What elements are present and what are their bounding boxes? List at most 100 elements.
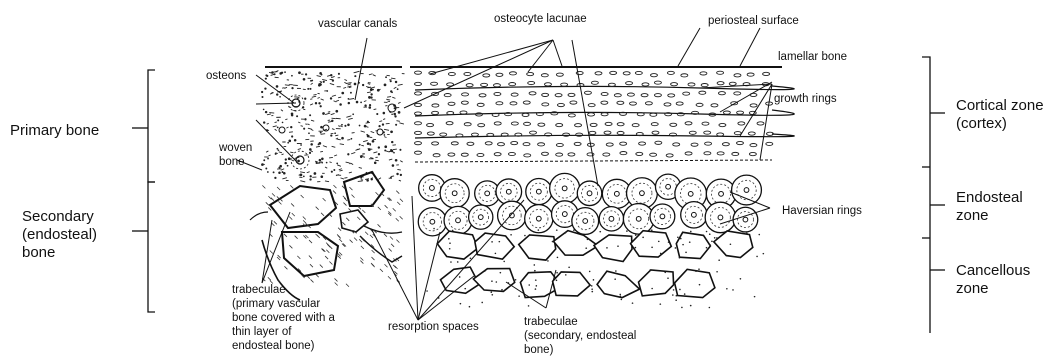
cancellous-dot <box>589 271 591 273</box>
woven-dot <box>320 175 323 178</box>
woven-mark <box>368 83 371 84</box>
lacuna <box>623 72 630 75</box>
lacuna <box>523 101 530 104</box>
hatch-mark <box>390 237 393 240</box>
lacuna <box>524 154 531 157</box>
woven-dot <box>384 134 386 136</box>
lacuna <box>460 111 467 114</box>
cancellous-dot <box>651 229 653 231</box>
woven-dot <box>390 130 393 133</box>
woven-dot <box>265 168 267 170</box>
haversian-ring <box>550 173 580 203</box>
lacuna <box>606 143 613 146</box>
lacuna <box>590 123 597 126</box>
woven-dot <box>307 88 309 90</box>
lacuna <box>448 72 455 75</box>
lacuna <box>509 72 516 75</box>
lacuna <box>415 112 422 115</box>
hatch-mark <box>361 246 364 249</box>
cancellous-dot <box>448 238 450 240</box>
woven-dot <box>303 78 306 81</box>
cancellous-dot <box>433 228 435 230</box>
woven-dot <box>352 113 354 115</box>
woven-mark <box>335 135 338 136</box>
lacuna <box>636 152 643 155</box>
lacuna <box>461 153 468 156</box>
woven-dot <box>326 90 328 92</box>
cancellous-dot <box>718 259 720 261</box>
woven-dot <box>385 76 387 78</box>
lacuna <box>696 103 703 106</box>
woven-dot <box>323 81 325 83</box>
lacuna <box>528 81 535 84</box>
lacuna <box>467 142 474 145</box>
woven-dot <box>367 135 370 138</box>
hatch-mark <box>333 191 336 194</box>
woven-dot <box>284 71 286 73</box>
woven-dot <box>296 115 298 117</box>
lacuna <box>530 131 537 134</box>
woven-dot <box>267 158 269 160</box>
woven-mark <box>321 99 324 100</box>
cancellous-dot <box>573 229 575 231</box>
hatch-mark <box>310 264 313 267</box>
lacuna <box>671 83 678 86</box>
hatch-mark <box>320 265 323 268</box>
woven-mark <box>391 78 395 79</box>
hatch-mark <box>400 216 403 219</box>
woven-dot <box>265 78 267 80</box>
haversian-ring <box>469 205 493 229</box>
primary-trabeculae <box>250 172 402 300</box>
cancellous-dot <box>673 289 675 291</box>
hatch-mark <box>385 205 388 208</box>
woven-mark <box>298 149 301 150</box>
cancellous-dot <box>528 305 530 307</box>
lacuna <box>427 132 434 135</box>
woven-mark <box>359 167 362 168</box>
cancellous-dot <box>460 303 462 305</box>
cancellous-dot <box>660 253 662 255</box>
cancellous-dot <box>668 241 670 243</box>
svg-text:(endosteal): (endosteal) <box>22 226 97 243</box>
woven-mark <box>285 85 290 86</box>
woven-dot <box>368 106 371 109</box>
woven-dot <box>314 172 317 175</box>
marrow-space <box>437 231 478 259</box>
cancellous-dot <box>763 253 765 255</box>
woven-mark <box>331 76 334 77</box>
cancellous-dot <box>635 247 637 249</box>
cancellous-dot <box>690 305 692 307</box>
lacuna <box>574 142 581 145</box>
woven-dot <box>275 153 277 155</box>
lacuna <box>575 124 582 127</box>
lacuna <box>466 84 473 87</box>
cancellous-dot <box>565 232 567 234</box>
lacuna <box>701 83 708 86</box>
lacuna <box>688 83 695 86</box>
cancellous-dot <box>732 289 734 291</box>
label-cancellous-zone: Cancellous zone <box>956 262 1030 297</box>
lacuna <box>747 73 754 76</box>
woven-mark <box>338 126 340 127</box>
cancellous-dot <box>698 268 700 270</box>
woven-mark <box>282 178 286 179</box>
cancellous-dot <box>695 270 697 272</box>
hatch-mark <box>290 185 293 188</box>
woven-mark <box>325 181 329 182</box>
cancellous-dot <box>679 289 681 291</box>
cancellous-dot <box>746 232 748 234</box>
haversian-ring <box>623 204 654 235</box>
cancellous-dot <box>706 231 708 233</box>
woven-dot <box>261 96 263 98</box>
hatch-mark <box>365 232 368 235</box>
woven-mark <box>398 102 400 103</box>
woven-mark <box>266 151 268 152</box>
cancellous-dot <box>556 229 558 231</box>
marrow-space <box>553 231 598 256</box>
cancellous-dot <box>635 234 637 236</box>
lacuna <box>704 152 711 155</box>
woven-mark <box>282 88 284 89</box>
cancellous-dot <box>675 247 677 249</box>
lacuna <box>444 94 451 97</box>
lacuna <box>717 133 724 136</box>
